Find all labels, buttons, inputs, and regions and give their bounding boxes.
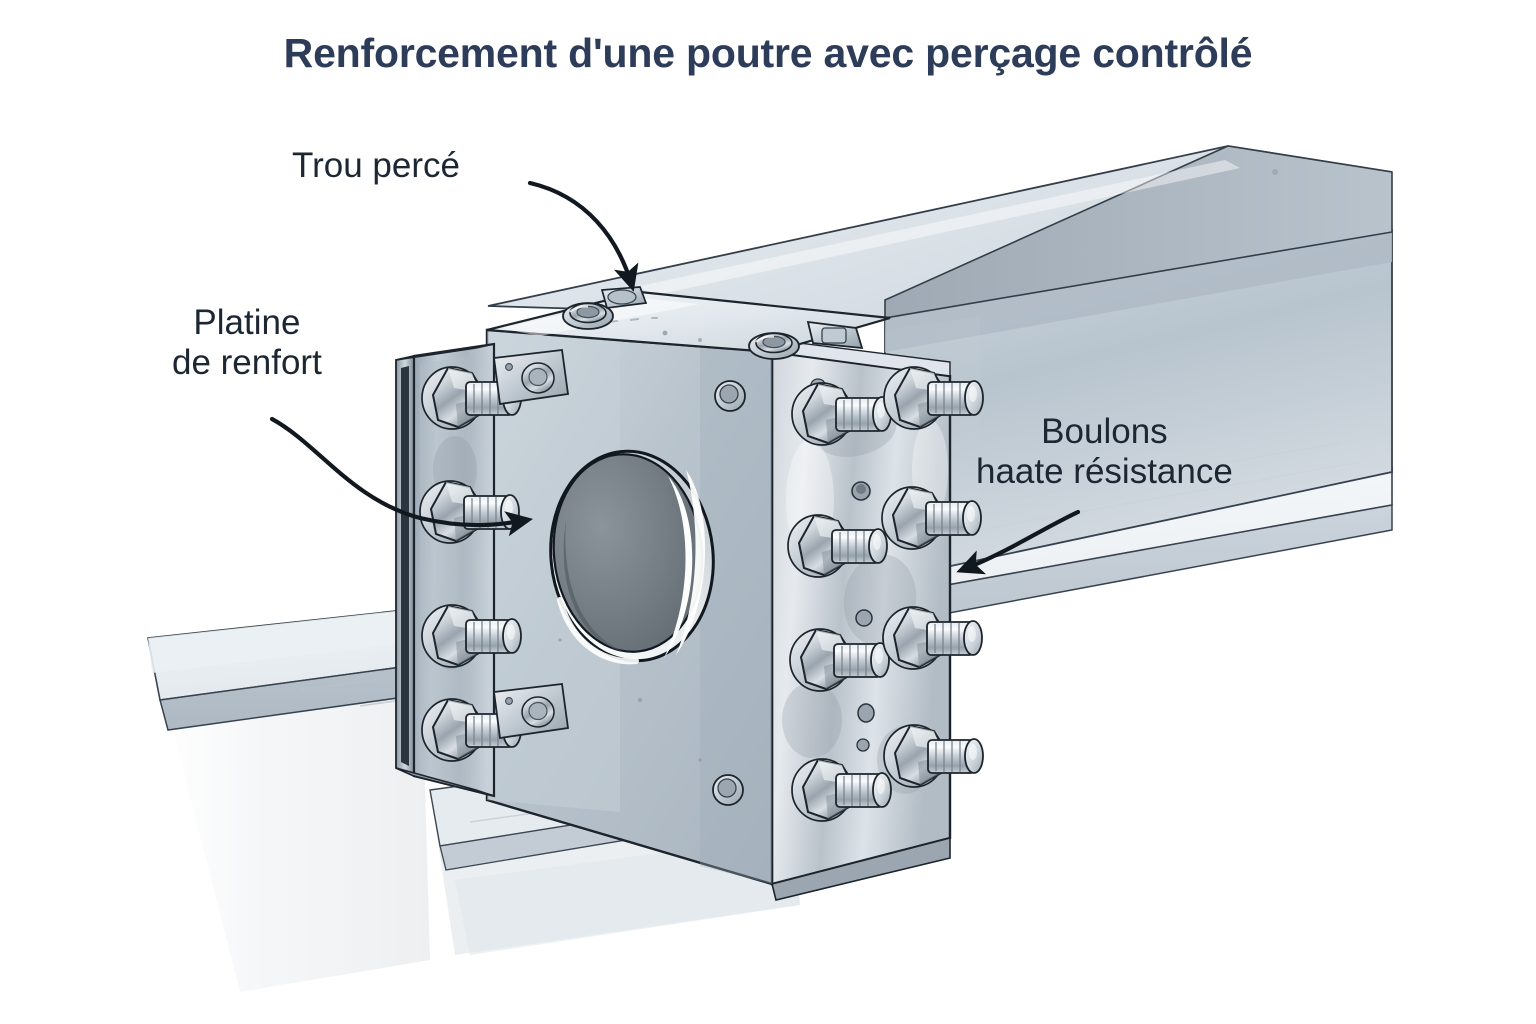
- arrow-trou-perce: [527, 180, 639, 292]
- bolt: [883, 724, 984, 788]
- washer-pad: [493, 349, 569, 405]
- arrow-platine-de-renfort: [269, 416, 534, 537]
- bolt: [882, 606, 983, 670]
- washer-pad-top: [806, 320, 864, 350]
- bolt-head-top: [748, 332, 800, 360]
- end-plate-face: [485, 328, 774, 886]
- drilled-hole: [549, 449, 715, 665]
- side-plate-left: [395, 342, 569, 798]
- callout-label-stiffener-plate: Platine de renfort: [172, 303, 322, 382]
- arrow-boulons: [956, 509, 1081, 575]
- bolt-head-flush: [714, 380, 746, 412]
- bolt-head-top: [562, 302, 614, 330]
- bolt-head-flush: [712, 774, 744, 806]
- washer-pad: [493, 683, 569, 739]
- callout-arrows: [269, 180, 1081, 575]
- beam-top-flange: [487, 145, 1393, 319]
- callout-label-high-strength-bolts: Boulons haate résistance: [976, 412, 1233, 491]
- end-plate-top: [486, 286, 891, 360]
- callout-label-drilled-hole: Trou percé: [292, 146, 460, 185]
- page-title: Renforcement d'une poutre avec perçage c…: [283, 30, 1253, 76]
- side-plate-right: [759, 339, 984, 901]
